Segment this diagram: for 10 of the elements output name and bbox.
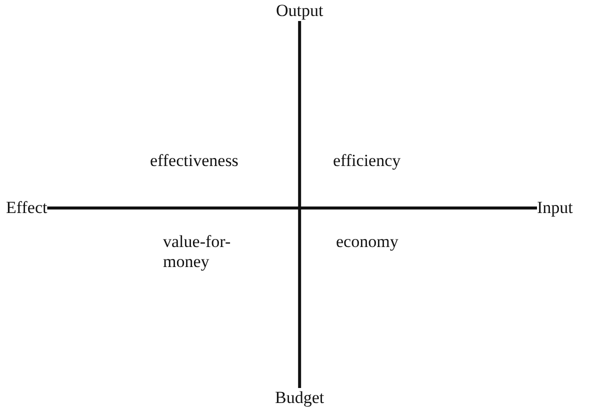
axis-line: [47, 206, 537, 210]
quadrant-label: efficiency: [333, 151, 401, 171]
axis-label: Effect: [6, 198, 48, 218]
axis-label: Input: [537, 198, 573, 218]
axis-label: Output: [276, 1, 324, 21]
axis-line: [298, 21, 302, 388]
quadrant-label: economy: [336, 232, 398, 252]
quadrant-label: value-for-money: [163, 232, 232, 272]
axis-label: Budget: [275, 388, 324, 408]
quadrant-label: effectiveness: [150, 151, 238, 171]
